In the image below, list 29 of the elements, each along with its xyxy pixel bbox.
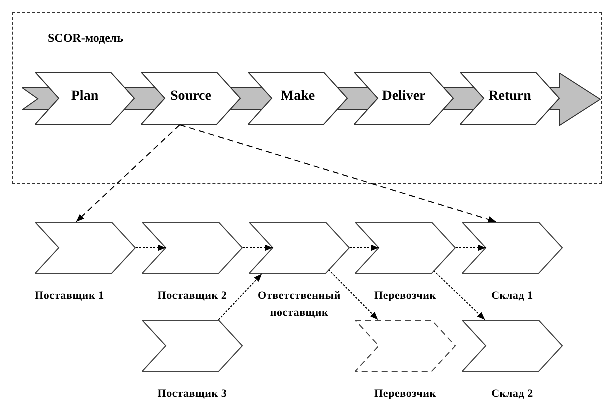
connector-arrow [218,274,263,320]
connector-arrow [136,244,166,252]
step-caption: Поставщик 2 [156,289,228,304]
process-step [248,72,348,125]
step-label: Make [280,89,316,105]
connector-arrow [76,124,180,222]
step-label: Deliver [382,89,426,105]
step-caption: Склад 2 [490,387,534,402]
process-step [354,72,454,125]
step-label: Source [170,89,212,105]
step-caption: Перевозчик [374,387,438,402]
process-step [460,72,560,125]
connector-arrow [328,269,379,320]
process-step [141,72,241,125]
step-caption: Перевозчик [374,289,438,304]
connector-arrow [456,244,486,252]
connector-arrow [242,244,274,252]
process-step [35,72,135,125]
step-caption: Ответственный поставщик [257,289,342,321]
step-label: Plan [71,89,99,105]
connector-arrow [433,270,486,320]
step-caption: Склад 1 [490,289,534,304]
step-caption: Поставщик 3 [156,387,228,402]
dashed-group-frame [12,12,602,184]
connector-arrow [180,124,497,223]
step-label: Return [488,89,532,105]
connector-arrow [350,244,380,252]
group-title: SCOR-модель [48,31,124,45]
step-caption: Поставщик 1 [35,289,106,304]
